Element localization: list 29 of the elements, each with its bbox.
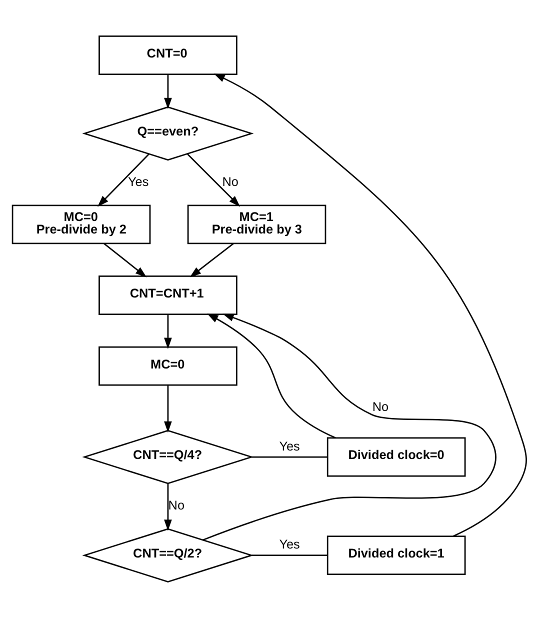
node-box: Divided clock=0 xyxy=(326,436,466,476)
node-box: CNT=0 xyxy=(98,35,238,74)
node-diamond: CNT==Q/2? xyxy=(82,528,254,582)
node-diamond: Q==even? xyxy=(82,106,254,160)
connector xyxy=(252,554,328,556)
connector xyxy=(252,456,328,458)
arrow xyxy=(164,74,172,109)
node-box: MC=1 Pre-divide by 3 xyxy=(187,204,326,244)
arrow xyxy=(214,73,527,536)
node-diamond: CNT==Q/4? xyxy=(82,429,254,484)
arrow xyxy=(207,313,336,438)
node-box: MC=0 Pre-divide by 2 xyxy=(12,204,151,244)
arrow xyxy=(98,153,150,206)
edge-label: Yes xyxy=(279,537,300,552)
arrow xyxy=(164,385,172,432)
node-box: MC=0 xyxy=(98,346,238,386)
node-box: CNT=CNT+1 xyxy=(98,275,238,314)
arrow xyxy=(187,153,240,206)
edge-label: No xyxy=(372,400,389,414)
arrow xyxy=(164,314,172,348)
arrow xyxy=(104,242,147,277)
edge-label: No xyxy=(222,174,238,188)
arrow xyxy=(202,313,496,540)
node-box: Divided clock=1 xyxy=(326,535,466,575)
arrow xyxy=(164,483,172,530)
edge-label: Yes xyxy=(128,174,149,188)
arrow xyxy=(190,242,234,277)
edge-label: No xyxy=(168,498,185,512)
edge-label: Yes xyxy=(279,438,300,453)
